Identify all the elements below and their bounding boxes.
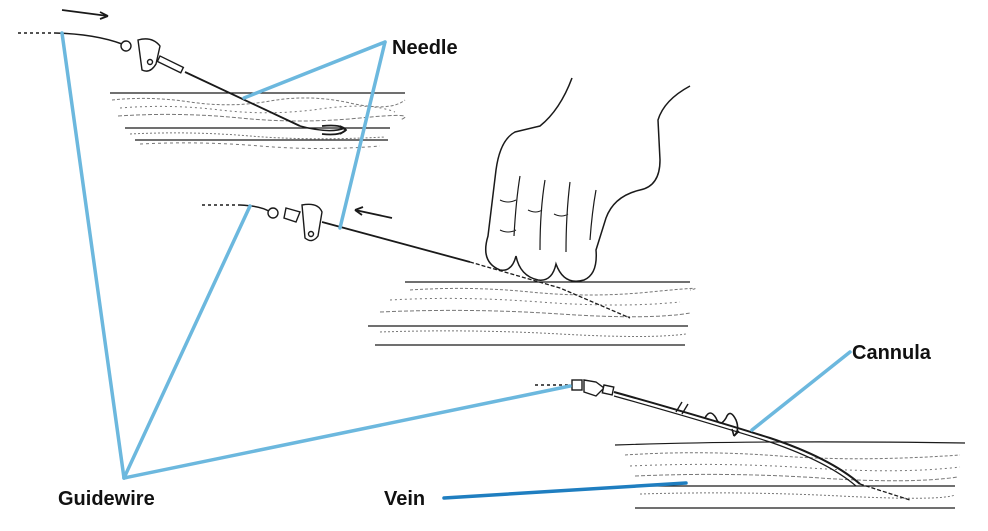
cannula-leader-line xyxy=(750,350,852,432)
guidewire-leader-lines xyxy=(60,31,572,480)
panel-2-needle-withdrawal xyxy=(202,77,696,346)
cannula-label: Cannula xyxy=(852,342,931,364)
cannula-hub xyxy=(571,379,615,397)
panel-3-tissue xyxy=(614,441,966,509)
vein-leader-line xyxy=(442,481,688,500)
rotation-spiral xyxy=(704,412,740,437)
panel-2-direction-arrow xyxy=(354,209,393,219)
panel-2-needle xyxy=(321,221,471,263)
needle-leader-lines xyxy=(242,40,387,230)
panel-2-needle-hub xyxy=(267,203,323,242)
guidewire-label: Guidewire xyxy=(58,488,155,510)
panel-1-needle xyxy=(184,71,301,127)
panel-2-tissue xyxy=(368,281,696,346)
vein-label: Vein xyxy=(384,488,426,510)
hand-illustration xyxy=(485,77,691,282)
panel-1-needle-hub xyxy=(120,38,185,74)
cannula xyxy=(613,391,861,485)
panel-1-needle-insertion xyxy=(18,9,406,149)
panel-3-cannula-insertion xyxy=(535,379,966,509)
panel-1-tissue xyxy=(110,92,406,149)
panel-1-motion-arrow xyxy=(61,9,109,17)
needle-label: Needle xyxy=(392,37,458,59)
